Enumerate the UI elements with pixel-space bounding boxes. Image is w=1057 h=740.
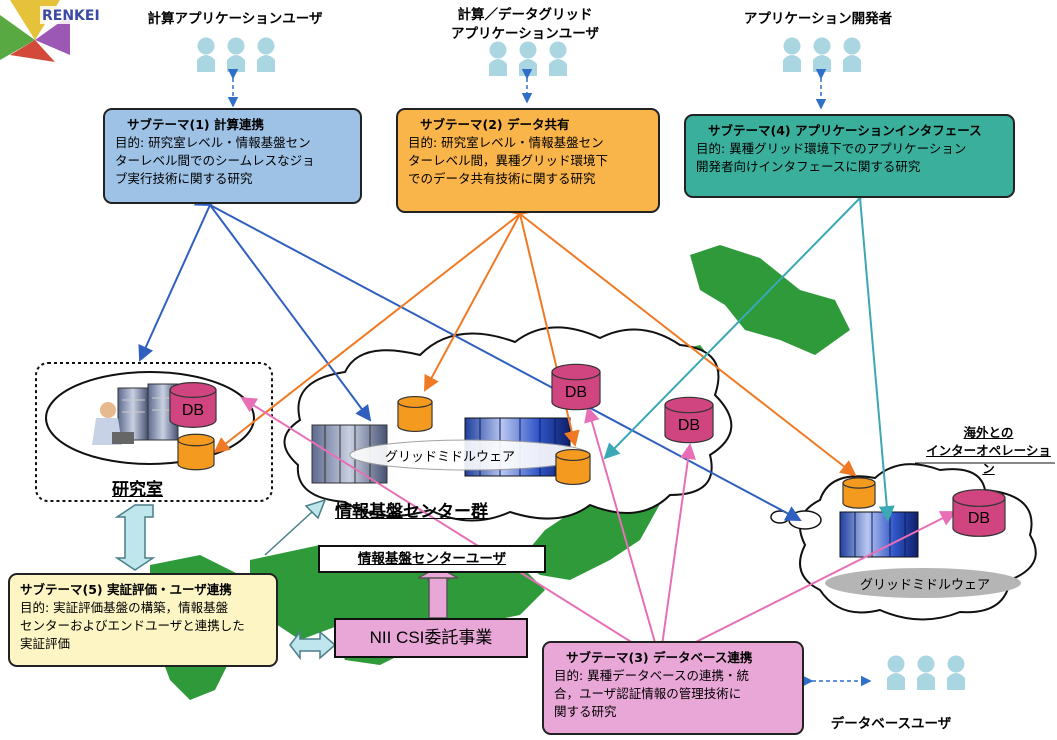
user-icon: [917, 655, 935, 690]
user-icon: [549, 41, 567, 76]
center-user-to-cloud-arrow: [264, 498, 327, 556]
subtheme-2-title: サブテーマ(2) データ共有: [420, 117, 570, 132]
renkei-logo: RENKEI: [0, 0, 100, 62]
calc-users-label: 計算アプリケーションユーザ: [147, 11, 323, 27]
logo-text: RENKEI: [42, 8, 100, 24]
subtheme-4-purpose: 目的: 異種グリッド環境下でのアプリケーション 開発者向けインタフェースに関する…: [696, 141, 967, 174]
subtheme-5-title: サブテーマ(5) 実証評価・ユーザ連携: [20, 582, 232, 597]
overseas-orange-cylinder: [842, 477, 876, 509]
center-db-cylinder: DB: [551, 363, 601, 411]
subtheme-4-title: サブテーマ(4) アプリケーションインタフェース: [708, 123, 982, 138]
arrow-st1-to-lab: [138, 188, 224, 362]
st5-to-nii-arrow: [289, 629, 337, 661]
user-icon: [843, 37, 861, 72]
subtheme-3-purpose: 目的: 異種データベースの連携・統 合，ユーザ認証情報の管理技術に 関する研究: [554, 668, 750, 719]
overseas-db-cylinder: DB: [952, 489, 1006, 537]
center-db-cylinder-2: DB: [664, 396, 714, 444]
db-label: DB: [182, 402, 204, 419]
db-label: DB: [968, 510, 990, 527]
subtheme-2-purpose: 目的: 研究室レベル・情報基盤セン ターレベル間，異種グリッド環境下 でのデータ…: [408, 135, 609, 186]
user-connectors: [227, 69, 872, 687]
subtheme-1-title: サブテーマ(1) 計算連携: [127, 117, 264, 132]
db-users-label: データベースユーザ: [830, 716, 952, 732]
overseas-middleware-label: グリッドミドルウェア: [860, 578, 991, 593]
center-middleware-label: グリッドミドルウェア: [385, 450, 516, 465]
nii-to-center-user-arrow: [417, 566, 459, 619]
user-icon: [783, 37, 801, 72]
app-dev-label: アプリケーション開発者: [743, 11, 893, 27]
nii-csi-box: NII CSI委託事業: [334, 618, 528, 658]
nii-csi-label: NII CSI委託事業: [369, 628, 493, 647]
user-icon: [947, 655, 965, 690]
db-label: DB: [565, 384, 587, 401]
grid-users-label: 計算／データグリッド アプリケーションユーザ: [451, 7, 599, 42]
arrow-st4-to-overseas: [850, 183, 895, 522]
connection-arrows: [138, 182, 957, 676]
overseas-interop-label: 海外との インターオペレーション: [926, 425, 1051, 476]
center-orange-cylinder-2: [555, 448, 591, 486]
lab-db-cylinder: DB: [169, 382, 217, 428]
lab-server-icon: [117, 383, 179, 441]
user-icon: [519, 41, 537, 76]
center-group-label: 情報基盤センター群: [335, 502, 488, 522]
center-orange-cylinder-1: [397, 395, 433, 433]
lab-label: 研究室: [112, 480, 163, 500]
user-icon: [887, 655, 905, 690]
subtheme-5-box: サブテーマ(5) 実証評価・ユーザ連携 目的: 実証評価基盤の構築，情報基盤 セ…: [8, 573, 278, 667]
user-icon: [813, 37, 831, 72]
subtheme-1-box: サブテーマ(1) 計算連携 目的: 研究室レベル・情報基盤セン ターレベル間での…: [103, 108, 362, 204]
subtheme-4-box: サブテーマ(4) アプリケーションインタフェース 目的: 異種グリッド環境下での…: [684, 114, 1015, 198]
user-icon: [257, 37, 275, 72]
user-icons: [197, 37, 965, 690]
user-icon: [489, 41, 507, 76]
subtheme-3-box: サブテーマ(3) データベース連携 目的: 異種データベースの連携・統 合，ユー…: [542, 641, 804, 735]
user-icon: [227, 37, 245, 72]
db-label: DB: [678, 417, 700, 434]
researcher-icon: [92, 402, 134, 445]
lab-orange-cylinder: [177, 433, 215, 471]
arrow-st3-to-overseas-db: [643, 511, 957, 674]
center-user-label: 情報基盤センターユーザ: [357, 551, 507, 567]
center-user-box: 情報基盤センターユーザ: [318, 545, 546, 573]
subtheme-3-title: サブテーマ(3) データベース連携: [566, 650, 753, 665]
database-cylinders: DB DB DB DB: [169, 363, 1006, 537]
lab-to-st5-arrow: [114, 504, 156, 571]
subtheme-2-box: サブテーマ(2) データ共有 目的: 研究室レベル・情報基盤セン ターレベル間，…: [396, 108, 660, 213]
user-icon: [197, 37, 215, 72]
subtheme-1-purpose: 目的: 研究室レベル・情報基盤セン ターレベル間でのシームレスなジョ ブ実行技術…: [115, 135, 315, 186]
subtheme-5-purpose: 目的: 実証評価基盤の構築，情報基盤 センターおよびエンドユーザと連携した 実証…: [20, 600, 245, 651]
